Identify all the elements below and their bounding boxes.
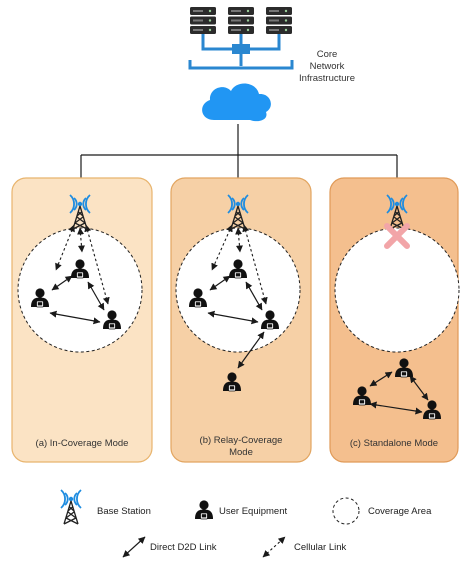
backhaul-links xyxy=(77,124,401,188)
direct-link-icon xyxy=(122,536,146,558)
direct-d2d-link xyxy=(51,275,73,291)
panel-label-line2: Mode xyxy=(229,447,253,458)
cellular-link xyxy=(55,224,75,271)
server-rack-icon xyxy=(190,7,216,34)
cross-icon xyxy=(384,223,410,249)
direct-d2d-link xyxy=(369,401,423,415)
server-rack-icon xyxy=(228,7,254,34)
cellular-link xyxy=(235,227,243,253)
legend-direct-link: Direct D2D Link xyxy=(150,542,217,553)
panel-standalone: (c) Standalone Mode xyxy=(329,177,460,463)
legend-cellular-link: Cellular Link xyxy=(294,542,347,553)
cellular-link-icon xyxy=(262,536,286,558)
cellular-link xyxy=(77,227,85,253)
core-label-line2: Network xyxy=(310,61,345,72)
cellular-link xyxy=(211,224,233,271)
direct-d2d-link xyxy=(369,371,393,387)
user-equipment-icon xyxy=(194,499,214,520)
server-rack-icon xyxy=(266,7,292,34)
panel-relay-coverage: (b) Relay-Coverage Mode xyxy=(170,177,312,463)
direct-d2d-link xyxy=(409,375,429,401)
server-rack-group xyxy=(190,7,292,34)
panel-label: (c) Standalone Mode xyxy=(350,438,438,449)
core-label-line1: Core xyxy=(317,49,338,60)
direct-d2d-link xyxy=(49,310,101,325)
coverage-area-icon xyxy=(332,497,360,525)
direct-d2d-link xyxy=(209,275,231,291)
panel-in-coverage: (a) In-Coverage Mode xyxy=(11,177,153,463)
legend-base-station: Base Station xyxy=(97,506,151,517)
cellular-link xyxy=(84,224,110,305)
panel-label: (a) In-Coverage Mode xyxy=(36,438,129,449)
base-station-icon xyxy=(60,489,82,525)
cloud-icon xyxy=(202,83,271,122)
legend: Base Station User Equipment Coverage Are… xyxy=(60,489,432,558)
legend-user-equipment: User Equipment xyxy=(219,506,287,517)
legend-coverage-area: Coverage Area xyxy=(368,506,432,517)
direct-d2d-link xyxy=(87,281,105,311)
network-pipes xyxy=(188,34,294,70)
direct-d2d-link xyxy=(207,310,259,325)
panel-label-line1: (b) Relay-Coverage xyxy=(200,435,283,446)
core-label-line3: Infrastructure xyxy=(299,73,355,84)
coverage-area xyxy=(334,227,460,353)
direct-d2d-link xyxy=(245,281,263,311)
relay-d2d-link xyxy=(237,331,265,369)
cellular-link xyxy=(242,224,268,305)
